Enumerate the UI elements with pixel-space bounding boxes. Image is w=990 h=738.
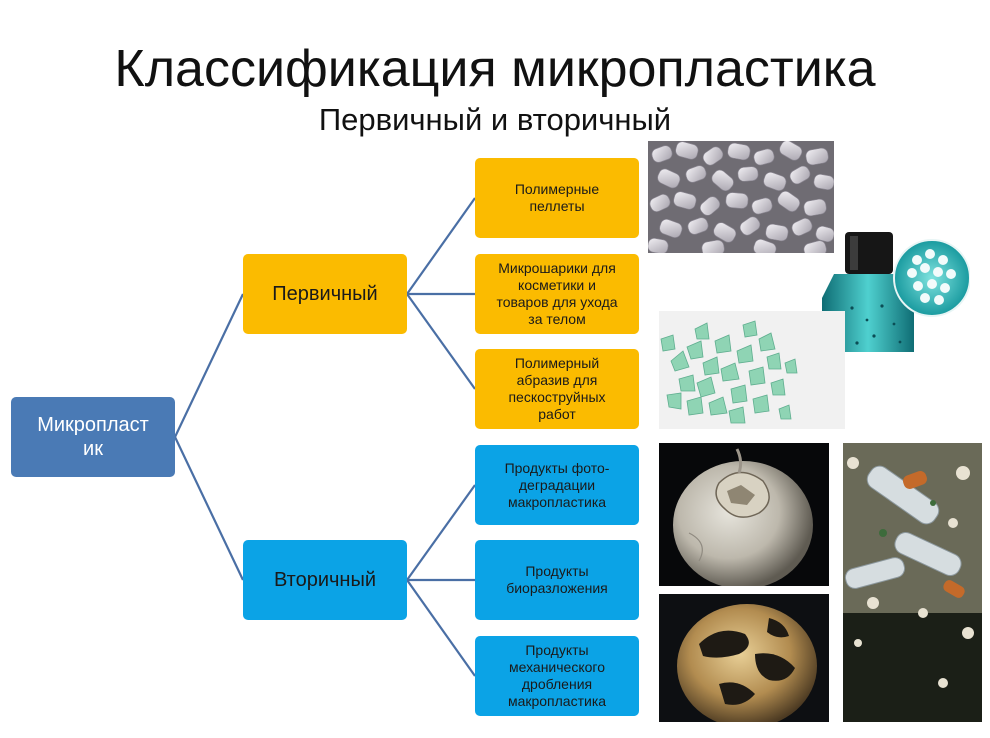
cosmetic-microbeads-photo — [812, 228, 970, 352]
node-microplastic-label: Микропласт ик — [37, 414, 149, 460]
leaf-polymer-abrasive-label: Полимерный абразив для пескоструйных раб… — [508, 355, 606, 422]
page-title: Классификация микропластика — [114, 40, 876, 98]
connector-primary-leaf-3 — [406, 293, 476, 390]
node-secondary-label: Вторичный — [273, 568, 377, 591]
leaf-polymer-abrasive: Полимерный абразив для пескоструйных раб… — [475, 349, 639, 429]
page-subtitle: Первичный и вторичный — [318, 102, 672, 137]
biodegraded-plastic-photo — [659, 594, 829, 722]
photodegraded-plastic-photo — [659, 443, 829, 586]
node-primary: Первичный — [243, 254, 407, 334]
leaf-mechanical-fragmentation: Продукты механического дробления макропл… — [475, 636, 639, 716]
leaf-polymer-pellets: Полимерные пеллеты — [475, 158, 639, 238]
leaf-cosmetic-microbeads-label: Микрошарики для косметики и товаров для … — [496, 260, 618, 327]
leaf-mechanical-fragmentation-label: Продукты механического дробления макропл… — [507, 642, 607, 709]
leaf-cosmetic-microbeads: Микрошарики для косметики и товаров для … — [475, 254, 639, 334]
leaf-biodegradation-label: Продукты биоразложения — [506, 563, 608, 596]
node-primary-label: Первичный — [272, 282, 378, 305]
leaf-polymer-pellets-label: Полимерные пеллеты — [514, 181, 600, 214]
leaf-photodegradation-label: Продукты фото- деградации макропластика — [504, 459, 610, 510]
plastic-waste-water-photo — [843, 443, 982, 722]
connector-root-primary — [174, 293, 244, 438]
leaf-biodegradation: Продукты биоразложения — [475, 540, 639, 620]
pellets-photo — [648, 141, 834, 253]
connector-secondary-leaf-1 — [406, 484, 476, 581]
connector-primary-leaf-1 — [406, 197, 476, 295]
connector-root-secondary — [174, 436, 244, 581]
leaf-photodegradation: Продукты фото- деградации макропластика — [475, 445, 639, 525]
abrasive-granules-photo — [659, 311, 845, 429]
node-secondary: Вторичный — [243, 540, 407, 620]
node-microplastic: Микропласт ик — [11, 397, 175, 477]
connector-secondary-leaf-3 — [406, 579, 476, 677]
